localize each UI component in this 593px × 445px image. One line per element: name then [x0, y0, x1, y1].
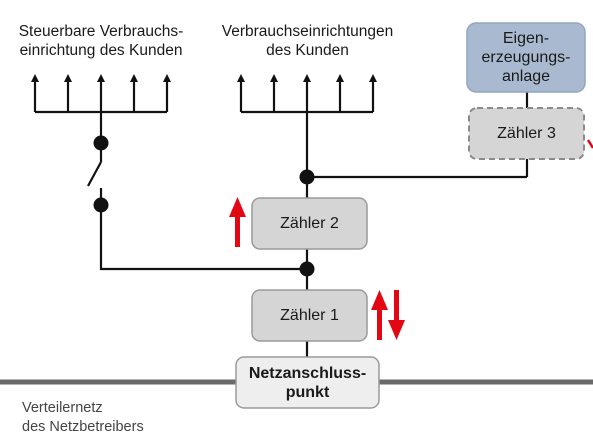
generation-plant-label: Eigen- erzeugungs- anlage	[481, 30, 571, 85]
distribution-network-label: Verteilernetz des Netzbetreibers	[22, 400, 144, 435]
junction-lower	[299, 261, 315, 277]
meter-2-label: Zähler 2	[280, 215, 339, 232]
controllable-consumer-fan	[31, 74, 171, 143]
meter-3-box	[468, 107, 585, 160]
switch-terminal-top	[93, 135, 109, 151]
grid-connection-point-box	[235, 356, 380, 409]
meter-3-arrow-partial	[586, 139, 593, 149]
consumer-fan	[237, 74, 377, 114]
generation-plant-box	[466, 22, 586, 93]
meter-1-arrow-up	[371, 290, 388, 340]
meter-2-box	[251, 197, 368, 250]
controllable-consumer-label: Steuerbare Verbrauchs- einrichtung des K…	[18, 23, 184, 59]
meter-2-arrow-up	[229, 197, 246, 247]
meter-3-label: Zähler 3	[497, 125, 556, 142]
control-switch	[87, 143, 103, 205]
controllable-consumer-feed-line	[99, 205, 307, 271]
grid-connection-point-label: Netzanschluss- punkt	[248, 364, 367, 401]
consumers-label: Verbrauchseinrichtungen des Kunden	[221, 23, 394, 59]
meter-1-box	[251, 289, 368, 342]
meter-1-arrow-down	[388, 290, 405, 340]
junction-upper	[299, 169, 315, 185]
meter-1-label: Zähler 1	[280, 307, 339, 324]
